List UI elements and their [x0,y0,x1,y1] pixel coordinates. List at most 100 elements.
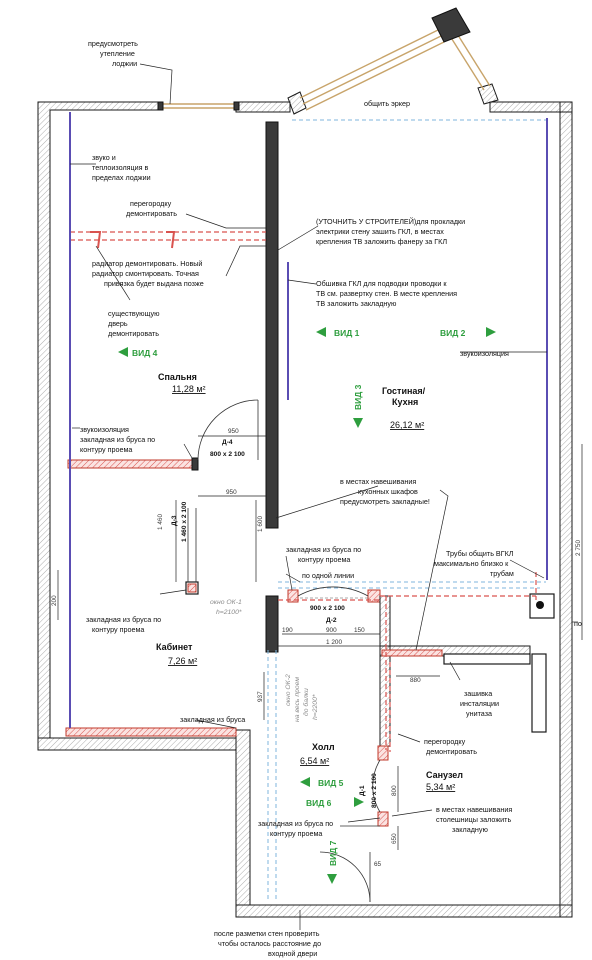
dim-880: 880 [410,677,421,684]
door-d4-size: 800 x 2 100 [210,451,245,458]
dim-190: 190 [282,627,293,634]
demolition-lines [70,231,537,752]
door-d1-size: 800 x 2 100 [371,773,378,808]
view-4-arrow [118,347,128,357]
note-one-line: по одной линии [302,571,354,580]
window-labels: окно ОК-1 h=2100* окно ОК-2 на весь прое… [210,599,319,722]
note-clarify-builder-1: (УТОЧНИТЬ У СТРОИТЕЛЕЙ)для прокладки [316,217,465,226]
note-toilet-install-1: зашивка [464,689,492,698]
view-3-label: ВИД 3 [353,384,363,410]
window-ok2-line1: окно ОК-2 [285,674,292,706]
note-gkl-cladding-2: ТВ см. развертку стен. В месте крепления [316,289,457,298]
bay-window [157,7,491,111]
living-name-2: Кухня [392,397,418,407]
note-kitchen-cabinets-1: в местах навешивания [340,477,416,486]
hall-name: Холл [312,742,335,752]
dim-950-b: 950 [226,489,237,496]
note-loggia-insulation-1: предусмотреть [88,39,138,48]
dim-1460: 1 460 [157,514,164,530]
office-area: 7,26 м² [168,656,197,666]
bathroom-name: Санузел [426,770,463,780]
view-6-arrow [354,797,364,807]
note-timber-embed-4-b: контуру проема [270,829,322,838]
note-countertop-1: в местах навешивания [436,805,512,814]
door-d2-id: Д-2 [326,617,337,624]
note-partition-bottom-2: демонтировать [426,747,477,756]
note-marking-check-2: чтобы осталось расстояние до [218,939,321,948]
radiators [90,231,176,249]
note-pipes-2: максимально близко к [434,559,509,568]
dim-2750: 2 750 [575,540,582,556]
dimension-texts: 950 950 1 460 1 600 190 900 150 1 200 93… [51,428,582,868]
view-labels: ВИД 1 ВИД 2 ВИД 3 ВИД 4 ВИД 5 ВИД 6 ВИД … [132,328,466,866]
leader-lines [70,63,578,930]
note-door-demolish-3: демонтировать [108,329,159,338]
living-area: 26,12 м² [390,420,424,430]
note-bay-window: общить эркер [364,99,410,108]
view-5-label: ВИД 5 [318,778,344,788]
note-partition-top-2: демонтировать [126,209,177,218]
note-soundproof-right: звукоизоляция [460,349,509,358]
note-countertop-3: закладную [452,825,488,834]
bedroom-name: Спальня [158,372,197,382]
door-d4-id: Д-4 [222,439,233,446]
note-gkl-cladding-1: Обшивка ГКЛ для подводки проводки к [316,279,447,288]
note-kitchen-cabinets-3: предусмотреть закладные! [340,497,430,506]
office-name: Кабинет [156,642,193,652]
note-sound-heat-iso-2: теплоизоляция в [92,163,149,172]
note-kitchen-cabinets-2: кухонных шкафов [358,487,418,496]
note-marking-check-3: входной двери [268,949,317,958]
doors [187,399,381,903]
note-pipes-1: Трубы общить ВГКЛ [446,549,514,558]
note-timber-embed-plain: закладная из бруса [180,715,245,724]
door-d3-size: 1 460 x 2 100 [181,501,188,542]
note-timber-embed-3-a: закладная из бруса по [86,615,161,624]
note-marking-check-1: после разметки стен проверить [214,929,320,938]
dim-650: 650 [391,833,398,844]
view-7-label: ВИД 7 [328,840,338,866]
bedroom-area: 11,28 м² [172,384,206,394]
door-labels: Д-4 800 x 2 100 Д-3 1 460 x 2 100 900 x … [171,439,378,808]
window-ok2-line4: h=2200* [312,694,319,720]
dim-950-a: 950 [228,428,239,435]
hall-area: 6,54 м² [300,756,329,766]
window-ok1-line1: окно ОК-1 [210,599,242,606]
view-2-arrow [486,327,496,337]
room-labels: Спальня 11,28 м² Гостиная/ Кухня 26,12 м… [156,372,463,792]
dim-937: 937 [257,691,264,702]
note-toilet-install-3: унитаза [466,709,492,718]
note-timber-embed-3-b: контуру проема [92,625,144,634]
interior-walls [65,121,555,827]
note-door-demolish-2: дверь [108,319,128,328]
note-radiator-2: радиатор смонтировать. Точная [92,269,199,278]
dim-200: 200 [51,595,58,606]
note-timber-embed-1-b: контуру проема [80,445,132,454]
annotation-notes: предусмотреть утепление лоджии общить эр… [80,39,582,958]
view-4-label: ВИД 4 [132,348,158,358]
note-radiator-3: привязка будет выдана позже [104,279,204,288]
note-toilet-install-2: инсталяции [460,699,499,708]
note-countertop-2: столешницы заложить [436,815,511,824]
note-radiator-1: радиатор демонтировать. Новый [92,259,202,268]
exterior-walls [37,83,573,918]
view-1-arrow [316,327,326,337]
note-clarify-builder-3: крепления ТВ заложить фанеру за ГКЛ [316,237,447,246]
note-gkl-cladding-3: ТВ заложить закладную [316,299,397,308]
note-edge-fragment: по [574,619,582,628]
note-loggia-insulation-2: утепление [100,49,135,58]
note-soundproof-left: звукоизоляция [80,425,129,434]
door-d1-id: Д-1 [359,785,366,796]
view-1-label: ВИД 1 [334,328,360,338]
note-sound-heat-iso-3: пределах лоджии [92,173,151,182]
window-ok1-line2: h=2100* [216,609,242,616]
view-arrows [118,327,496,884]
dim-1600: 1 600 [257,516,264,532]
note-clarify-builder-2: электрики стену зашить ГКЛ, в местах [316,227,444,236]
door-d3-id: Д-3 [171,515,178,526]
bathroom-area: 5,34 м² [426,782,455,792]
window-ok2-line3: до балки [302,688,310,716]
note-partition-top-1: перегородку [130,199,172,208]
view-2-label: ВИД 2 [440,328,466,338]
note-timber-embed-4-a: закладная из бруса по [258,819,333,828]
view-7-arrow [327,874,337,884]
